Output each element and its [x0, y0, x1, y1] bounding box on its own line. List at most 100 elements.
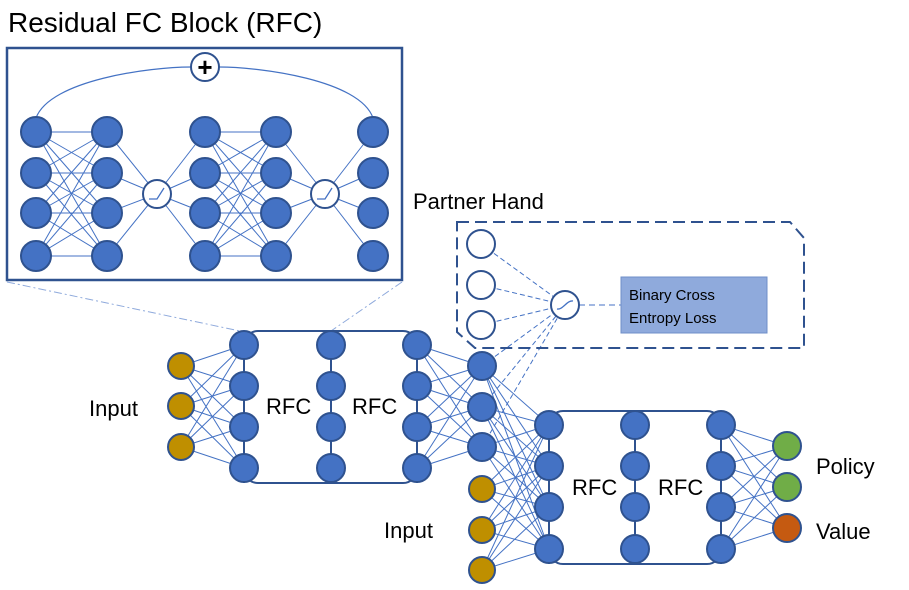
- neuron-node: [91, 157, 123, 189]
- loss-box: [620, 276, 768, 334]
- neuron-node: [402, 371, 432, 401]
- edge: [481, 424, 550, 571]
- input-node: [468, 556, 496, 584]
- neuron-node: [20, 116, 52, 148]
- edge: [204, 131, 277, 214]
- edge: [204, 172, 277, 257]
- neuron-node: [402, 412, 432, 442]
- sigmoid-curve: [556, 300, 574, 310]
- edge: [35, 131, 108, 257]
- edge: [481, 304, 566, 408]
- edge: [481, 304, 566, 367]
- relu-curve: [149, 187, 165, 200]
- partner-hand-node: [466, 310, 496, 340]
- edge: [204, 131, 277, 257]
- rfc-label: RFC: [266, 394, 311, 419]
- neuron-node: [189, 157, 221, 189]
- relu-activation-icon: [310, 179, 340, 209]
- relu-activation-icon: [142, 179, 172, 209]
- partner-hand-box: [456, 221, 805, 349]
- neuron-node: [91, 240, 123, 272]
- neuron-node: [316, 412, 346, 442]
- neuron-node: [357, 240, 389, 272]
- neuron-node: [467, 351, 497, 381]
- edges: [6, 131, 788, 571]
- neuron-node: [357, 116, 389, 148]
- neuron-node: [620, 410, 650, 440]
- neuron-node: [189, 116, 221, 148]
- rfc-label: RFC: [572, 475, 617, 500]
- edge: [481, 506, 550, 571]
- edge: [480, 304, 566, 326]
- value-node: [772, 513, 802, 543]
- neuron-node: [706, 492, 736, 522]
- neuron-node: [229, 453, 259, 483]
- neuron-node: [189, 197, 221, 229]
- neuron-node: [402, 453, 432, 483]
- rfc-detail-box: [5, 46, 404, 282]
- neuron-node: [620, 534, 650, 564]
- partner-hand-node: [466, 270, 496, 300]
- edge: [481, 424, 550, 490]
- neuron-node: [20, 240, 52, 272]
- neuron-node: [229, 412, 259, 442]
- neuron-node: [620, 492, 650, 522]
- skip-connection: [35, 66, 374, 119]
- policy-label: Policy: [816, 454, 875, 479]
- loss-label-line1: Binary Cross: [629, 287, 715, 304]
- neuron-node: [260, 240, 292, 272]
- diagram-title: Residual FC Block (RFC): [8, 7, 322, 38]
- edge: [416, 365, 483, 469]
- edge: [35, 131, 108, 214]
- neuron-node: [229, 330, 259, 360]
- input-node: [167, 352, 195, 380]
- neuron-node: [229, 371, 259, 401]
- edge: [480, 243, 566, 306]
- input-label-top: Input: [89, 396, 138, 421]
- edge: [480, 284, 566, 306]
- rfc-label: RFC: [658, 475, 703, 500]
- plus-icon: +: [197, 52, 212, 82]
- neuron-node: [620, 451, 650, 481]
- edge: [720, 486, 788, 550]
- edge: [481, 304, 566, 448]
- neuron-node: [20, 197, 52, 229]
- edge: [180, 344, 245, 448]
- neuron-node: [91, 116, 123, 148]
- neuron-node: [316, 453, 346, 483]
- neuron-node: [534, 492, 564, 522]
- partner-hand-node: [466, 229, 496, 259]
- input-node: [468, 475, 496, 503]
- neuron-node: [189, 240, 221, 272]
- input-node: [468, 516, 496, 544]
- policy-node: [772, 472, 802, 502]
- neuron-node: [260, 197, 292, 229]
- neuron-node: [706, 451, 736, 481]
- neuron-node: [534, 410, 564, 440]
- relu-curve: [317, 187, 333, 200]
- neuron-node: [467, 432, 497, 462]
- neuron-node: [467, 392, 497, 422]
- edge: [481, 465, 550, 571]
- neuron-node: [534, 451, 564, 481]
- neuron-node: [260, 157, 292, 189]
- neuron-node: [316, 371, 346, 401]
- input-node: [167, 392, 195, 420]
- neuron-node: [534, 534, 564, 564]
- neuron-node: [402, 330, 432, 360]
- neuron-node: [91, 197, 123, 229]
- neuron-node: [706, 534, 736, 564]
- edge: [35, 172, 108, 257]
- neuron-node: [357, 197, 389, 229]
- neuron-node: [316, 330, 346, 360]
- value-label: Value: [816, 519, 871, 544]
- zoom-line: [6, 281, 241, 332]
- edge: [481, 424, 550, 531]
- input-node: [167, 433, 195, 461]
- neuron-node: [706, 410, 736, 440]
- neuron-node: [20, 157, 52, 189]
- input-label-bottom: Input: [384, 518, 433, 543]
- neuron-node: [357, 157, 389, 189]
- neuron-node: [260, 116, 292, 148]
